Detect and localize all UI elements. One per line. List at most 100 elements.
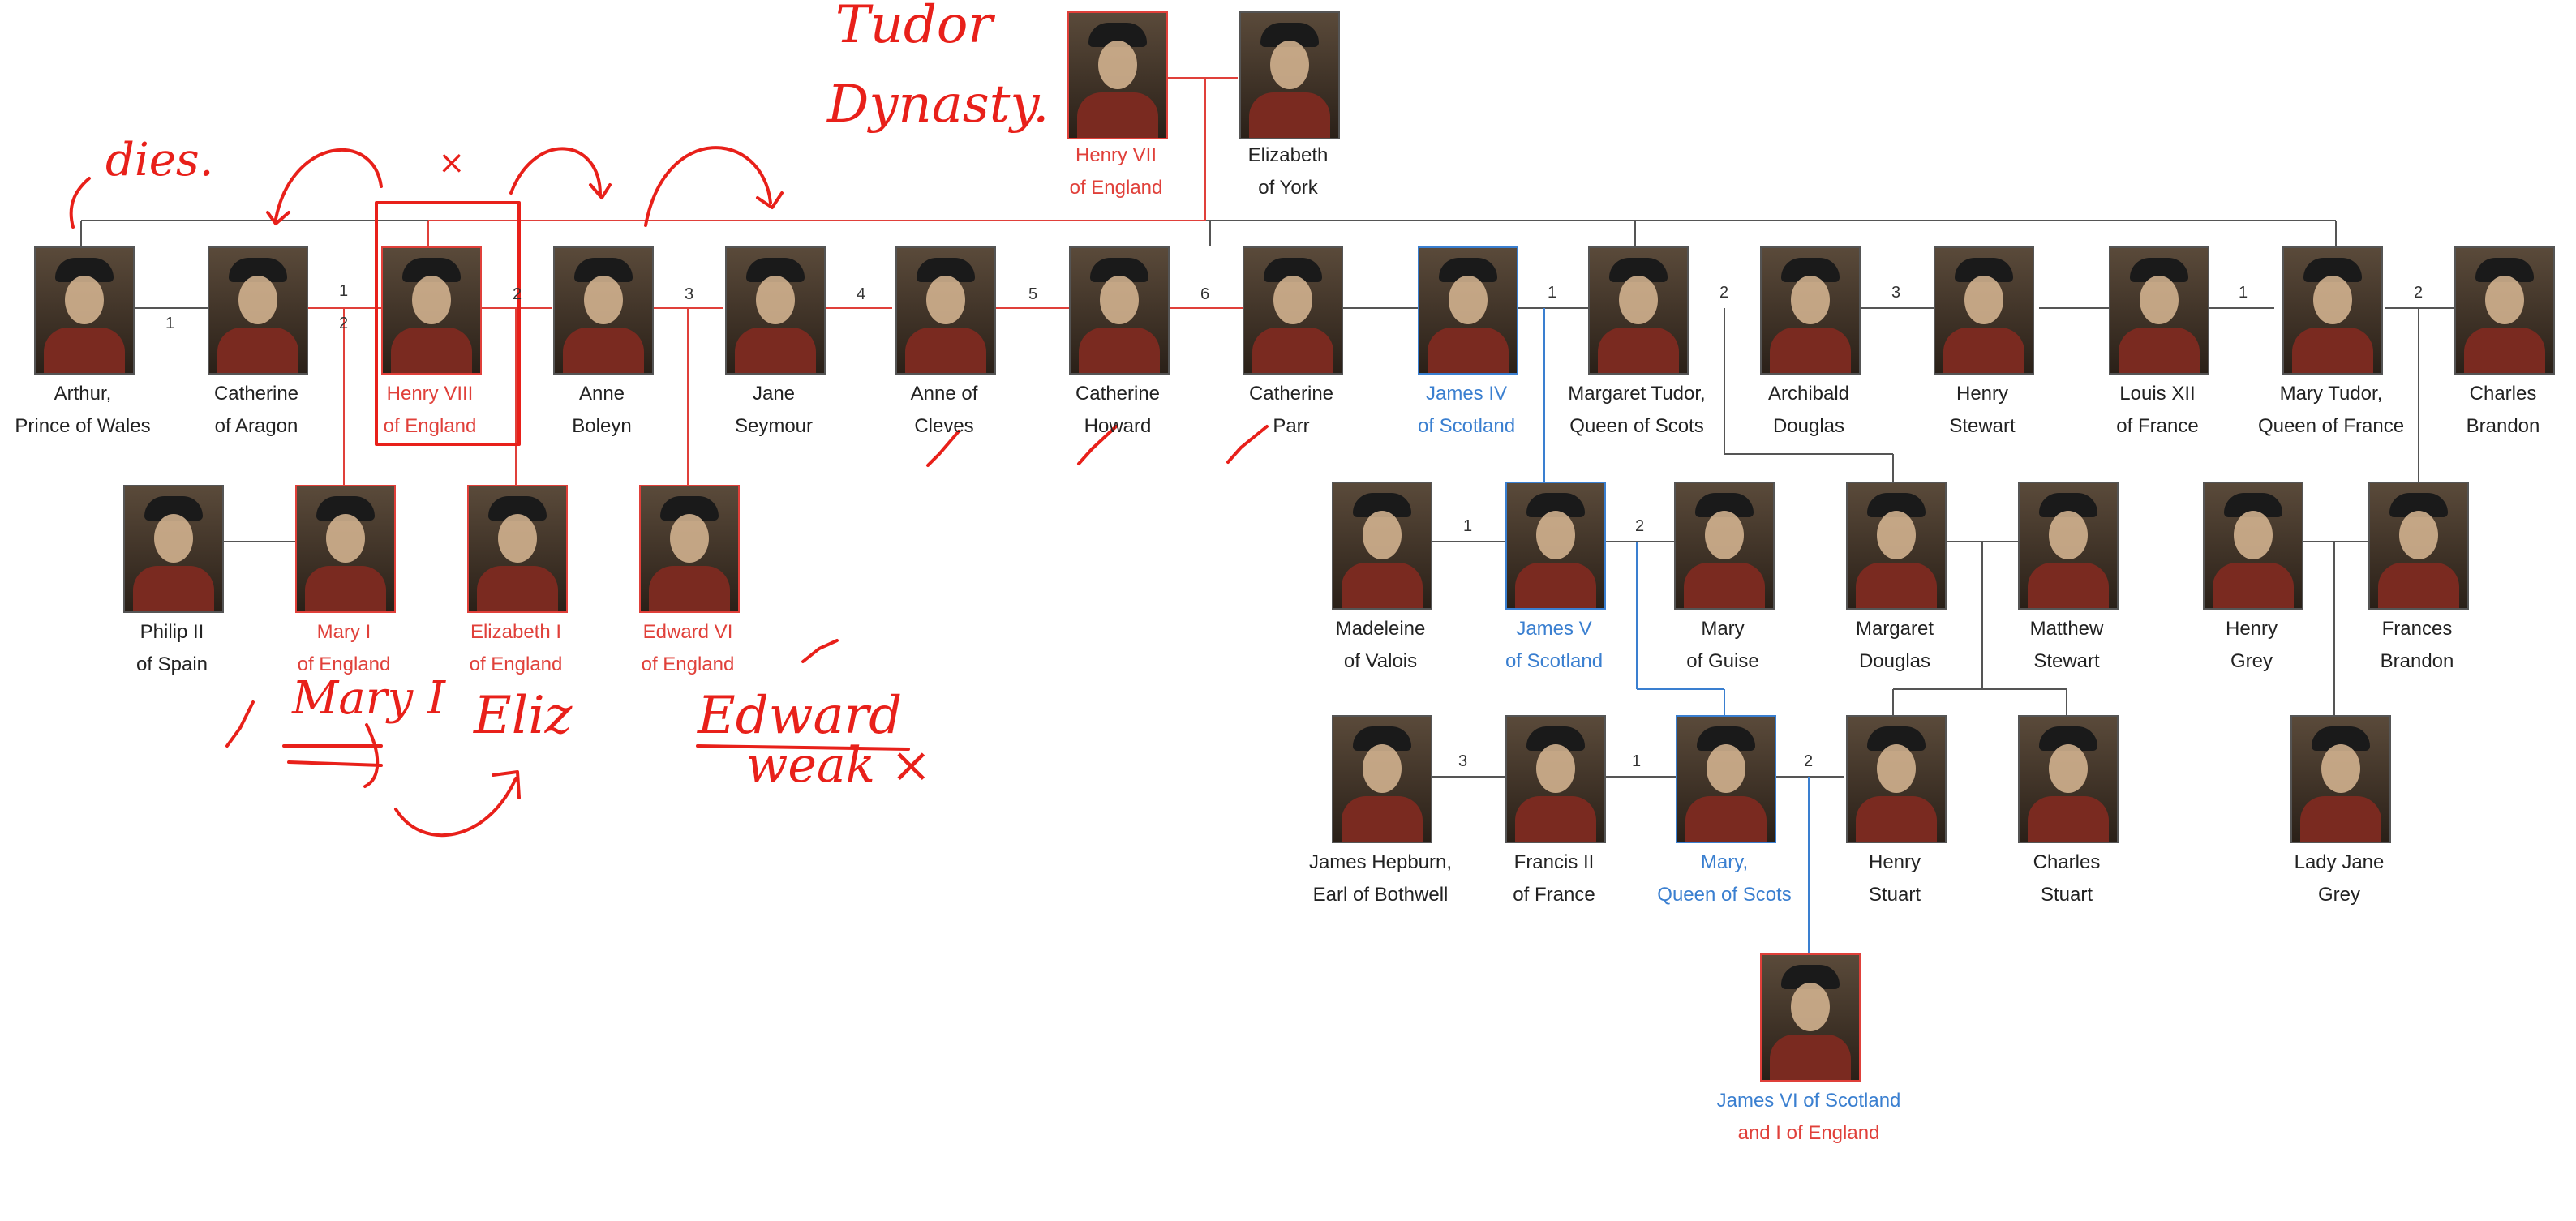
marriage-number: 3 [1891,284,1901,302]
name-line: Stuart [1868,884,1921,906]
name-line: Henry [2225,618,2278,640]
name-line: Louis XII [2119,383,2196,405]
title-tudor: Tudor [835,0,995,55]
name-line: Henry [1868,851,1921,873]
portrait [123,485,224,613]
person-arthur: Arthur,Prince of Wales [15,246,245,514]
name-line: of Spain [135,653,208,675]
portrait [2290,715,2391,843]
portrait [1760,246,1861,375]
portrait [2454,246,2555,375]
name-line: Charles [2469,383,2537,405]
name-line: of Scotland [1505,650,1604,672]
name-line: Cleves [914,415,974,437]
portrait [1505,715,1606,843]
name-line: Stewart [1949,415,2016,437]
person-anne-of-cleves: Anne of Cleves [895,246,1106,514]
name-line: Douglas [1858,650,1931,672]
name-line: Francis II [1513,851,1595,873]
portrait [1067,11,1168,139]
dies-arrow [69,177,91,229]
title-dynasty: Dynasty. [826,75,1049,135]
name-line: Mary I [316,621,371,643]
name-line: Queen of France [2257,415,2405,437]
name-line: of Guise [1686,650,1759,672]
name-line: Brandon [2466,415,2540,437]
name-line: James V [1516,618,1592,640]
person-james5: James V of Scotland [1505,482,1716,749]
name-line: Catherine [1248,383,1334,405]
henry8-highlight-box [375,201,521,446]
name-line: Howard [1084,415,1152,437]
name-line: Prince of Wales [15,415,151,437]
marriage-number: 1 [1548,284,1557,302]
name-line: Stuart [2040,884,2093,906]
marriage-number: 2 [1719,284,1729,302]
name-line: Earl of Bothwell [1312,884,1449,906]
portrait [1674,482,1775,610]
name-line: Grey [2230,650,2273,672]
name-line: Henry VII [1075,144,1157,166]
marriage-number: 2 [339,315,349,332]
name-line: Seymour [734,415,814,437]
name-line: of England [1069,177,1163,199]
portrait [1418,246,1518,375]
portrait [895,246,996,375]
portrait [1676,715,1776,843]
name-line: Matthew [2029,618,2104,640]
check-parr [1226,425,1269,464]
name-line: Edward VI [642,621,733,643]
marriage-number: 2 [513,285,522,303]
arrow-catherine [266,148,383,225]
name-line: Brandon [2380,650,2454,672]
person-louis12: Louis XII of France [2109,246,2320,514]
portrait [639,485,740,613]
annotation-eliz: Eliz [473,686,573,746]
portrait [34,246,135,375]
name-line: James IV [1425,383,1508,405]
underline-edward [696,744,910,751]
name-line: Margaret [1855,618,1934,640]
portrait [2109,246,2209,375]
marriage-number: 6 [1200,285,1210,303]
portrait [1332,715,1432,843]
name-line: Madeleine [1335,618,1426,640]
marriage-number: 3 [685,285,694,303]
portrait [2018,482,2119,610]
name-line: of France [2116,415,2199,437]
portrait [1934,246,2034,375]
check-howard [1077,425,1118,465]
portrait [553,246,654,375]
name-line: Queen of Scots [1569,415,1704,437]
person-mary-tudor: Mary Tudor,Queen of France [2258,246,2493,514]
underline-mary [282,723,383,788]
marriage-number: 1 [1632,752,1642,770]
portrait [1846,715,1947,843]
name-line: Charles [2033,851,2101,873]
name-line: Anne of [910,383,978,405]
tudor-lineage-lines [305,77,1244,485]
name-line: Henry [1956,383,2009,405]
arrow-anne [509,147,612,199]
name-line: Catherine [213,383,299,405]
name-line: of Valois [1343,650,1418,672]
annotation-mary: Mary I [291,672,447,725]
check-cleves [926,430,960,467]
